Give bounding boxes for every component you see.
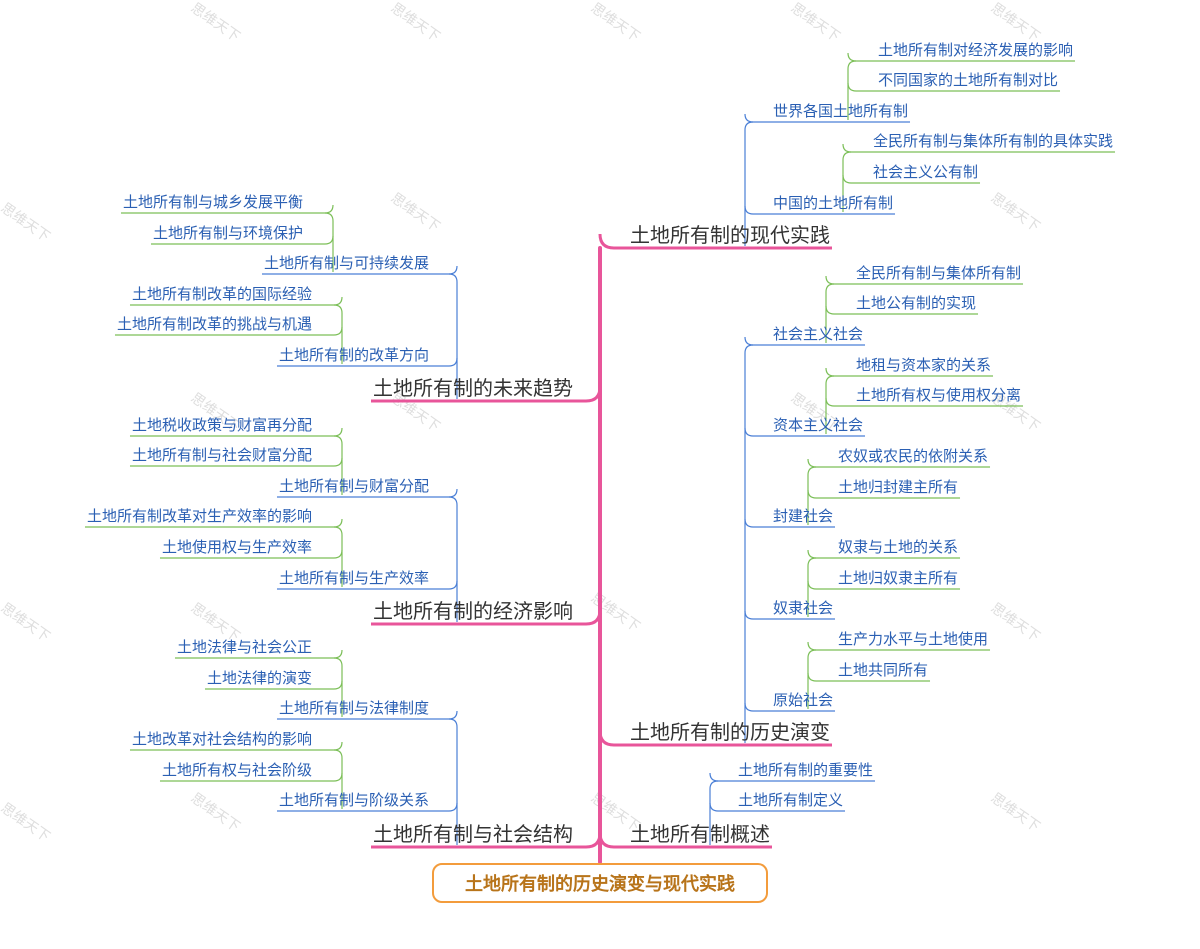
- leaf-connector: [842, 174, 981, 184]
- branch-modern-label[interactable]: 土地所有制的现代实践: [630, 223, 830, 247]
- leaf-node-label[interactable]: 土地改革对社会结构的影响: [131, 730, 312, 748]
- sub-node-label[interactable]: 土地所有制与法律制度: [278, 699, 429, 717]
- leaf-connector: [847, 52, 1076, 62]
- sub-connector: [276, 580, 458, 590]
- leaf-node-label[interactable]: 全民所有制与集体所有制: [856, 264, 1022, 282]
- sub-node-label[interactable]: 奴隶社会: [773, 599, 834, 617]
- leaf-connector: [174, 649, 343, 659]
- leaf-node-label[interactable]: 土地所有制与社会财富分配: [131, 446, 312, 464]
- sub-node-label[interactable]: 资本主义社会: [773, 416, 864, 434]
- sub-node-label[interactable]: 土地所有制的重要性: [738, 761, 874, 779]
- leaf-node-label[interactable]: 土地所有制与城乡发展平衡: [122, 193, 303, 211]
- leaf-connector: [204, 680, 343, 690]
- sub-connector: [261, 265, 458, 275]
- sub-connector: [744, 113, 911, 123]
- leaf-connector: [825, 397, 1024, 407]
- branch-economy-line: [371, 609, 602, 626]
- leaf-connector: [825, 305, 979, 315]
- leaf-node-label[interactable]: 生产力水平与土地使用: [838, 630, 989, 648]
- sub-connector: [744, 702, 836, 712]
- sub-node-label[interactable]: 土地所有制与可持续发展: [263, 254, 429, 272]
- sub-connector: [709, 802, 846, 812]
- leaf-connector: [807, 489, 961, 499]
- branch-society-label[interactable]: 土地所有制与社会结构: [373, 822, 573, 846]
- sub-connector: [744, 427, 866, 437]
- sub-node-label[interactable]: 土地所有制定义: [738, 791, 844, 809]
- leaf-connector: [807, 672, 931, 682]
- leaf-node-label[interactable]: 地租与资本家的关系: [856, 356, 992, 374]
- branch-future-line: [371, 386, 602, 403]
- leaf-connector: [129, 457, 343, 467]
- leaf-node-label[interactable]: 土地归封建主所有: [838, 478, 959, 496]
- sub-connector: [709, 772, 876, 782]
- branch-history-label[interactable]: 土地所有制的历史演变: [630, 720, 830, 744]
- leaf-connector: [807, 458, 991, 468]
- branch-modern-line: [598, 233, 832, 250]
- leaf-connector: [807, 580, 961, 590]
- leaf-connector: [84, 518, 343, 528]
- root-node-label: 土地所有制的历史演变与现代实践: [465, 874, 735, 895]
- leaf-node-label[interactable]: 土地所有制改革的国际经验: [131, 285, 312, 303]
- leaf-connector: [129, 427, 343, 437]
- sub-connector: [276, 710, 458, 720]
- sub-connector: [744, 610, 836, 620]
- leaf-node-label[interactable]: 土地归奴隶主所有: [838, 569, 959, 587]
- leaf-node-label[interactable]: 土地共同所有: [838, 661, 929, 679]
- leaf-node-label[interactable]: 农奴或农民的依附关系: [838, 447, 989, 465]
- sub-connector: [276, 357, 458, 367]
- branch-overview-label[interactable]: 土地所有制概述: [630, 822, 770, 846]
- sub-connector: [744, 205, 896, 215]
- leaf-connector: [825, 367, 994, 377]
- leaf-connector: [129, 741, 343, 751]
- sub-node-label[interactable]: 土地所有制的改革方向: [278, 346, 429, 364]
- sub-node-label[interactable]: 土地所有制与财富分配: [278, 477, 429, 495]
- sub-connector: [744, 518, 836, 528]
- branch-economy-label[interactable]: 土地所有制的经济影响: [373, 599, 573, 623]
- sub-node-label[interactable]: 社会主义社会: [773, 325, 864, 343]
- leaf-connector: [807, 641, 991, 651]
- leaf-node-label[interactable]: 土地使用权与生产效率: [161, 538, 312, 556]
- branch-society-line: [371, 832, 602, 849]
- sub-node-label[interactable]: 土地所有制与阶级关系: [278, 791, 429, 809]
- sub-node-label[interactable]: 土地所有制与生产效率: [278, 569, 429, 587]
- leaf-node-label[interactable]: 土地税收政策与财富再分配: [131, 416, 312, 434]
- leaf-node-label[interactable]: 土地所有制与环境保护: [152, 224, 303, 242]
- sub-connector: [276, 802, 458, 812]
- branch-future-label[interactable]: 土地所有制的未来趋势: [373, 376, 573, 400]
- leaf-connector: [842, 143, 1116, 153]
- branch-history-spine: [744, 344, 754, 743]
- leaf-connector: [129, 296, 343, 306]
- leaf-node-label[interactable]: 土地法律的演变: [206, 669, 312, 687]
- leaf-node-label[interactable]: 土地公有制的实现: [856, 294, 977, 312]
- leaf-node-label[interactable]: 奴隶与土地的关系: [838, 538, 959, 556]
- leaf-node-label[interactable]: 全民所有制与集体所有制的具体实践: [873, 132, 1114, 150]
- leaf-connector: [159, 549, 343, 559]
- branch-history-line: [598, 730, 832, 747]
- leaf-node-label[interactable]: 社会主义公有制: [873, 163, 979, 181]
- leaf-node-label[interactable]: 不同国家的土地所有制对比: [878, 71, 1059, 89]
- leaf-connector: [847, 82, 1061, 92]
- sub-connector: [276, 488, 458, 498]
- leaf-connector: [159, 772, 343, 782]
- leaf-connector: [807, 549, 961, 559]
- sub-node-label[interactable]: 原始社会: [773, 691, 834, 709]
- sub-node-label[interactable]: 中国的土地所有制: [773, 194, 894, 212]
- leaf-connector: [150, 235, 334, 245]
- sub-node-label[interactable]: 封建社会: [773, 507, 834, 525]
- leaf-node-label[interactable]: 土地所有制改革对生产效率的影响: [86, 507, 312, 525]
- sub-connector: [744, 336, 866, 346]
- leaf-node-label[interactable]: 土地所有权与使用权分离: [856, 386, 1022, 404]
- leaf-node-label[interactable]: 土地所有制改革的挑战与机遇: [116, 315, 312, 333]
- leaf-node-label[interactable]: 土地所有权与社会阶级: [161, 761, 312, 779]
- sub-node-label[interactable]: 世界各国土地所有制: [773, 102, 909, 120]
- leaf-node-label[interactable]: 土地法律与社会公正: [176, 638, 312, 656]
- leaf-connector: [120, 204, 334, 214]
- leaf-connector: [825, 275, 1024, 285]
- leaf-node-label[interactable]: 土地所有制对经济发展的影响: [878, 41, 1074, 59]
- leaf-connector: [114, 326, 343, 336]
- root-node[interactable]: 土地所有制的历史演变与现代实践: [432, 863, 768, 903]
